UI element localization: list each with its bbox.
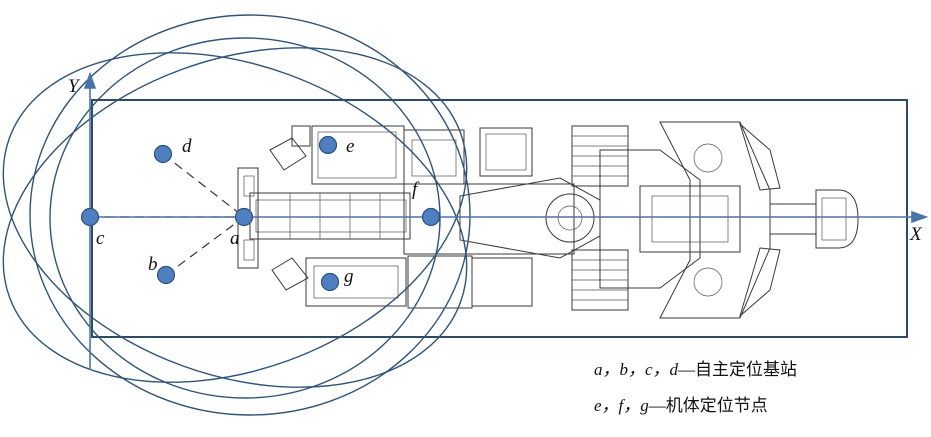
x-axis-label: X	[909, 224, 923, 245]
y-axis-arrow	[83, 71, 97, 89]
svg-text:a，b，c，d—自主定位基站: a，b，c，d—自主定位基站	[594, 360, 797, 379]
legend-line1-desc: —自主定位基站	[677, 360, 797, 379]
work-area-frame	[91, 99, 908, 338]
node-point-e	[318, 135, 338, 155]
station-label-a: a	[230, 228, 240, 249]
station-point-c	[80, 207, 100, 227]
node-points	[318, 135, 441, 292]
coordinate-axes	[83, 71, 929, 370]
station-points	[80, 144, 254, 285]
node-point-g	[320, 272, 340, 292]
range-ellipses	[2, 14, 471, 416]
range-ellipse-2	[2, 47, 468, 383]
node-label-f: f	[412, 179, 420, 200]
station-label-d: d	[182, 136, 192, 157]
station-label-c: c	[96, 228, 105, 249]
station-point-d	[153, 144, 173, 164]
range-ellipse-3	[2, 52, 468, 388]
node-label-e: e	[346, 136, 354, 157]
station-label-b: b	[148, 254, 158, 275]
range-ellipse-1	[29, 14, 471, 416]
baseline-b-a	[165, 216, 245, 276]
legend-line2-desc: —机体定位节点	[648, 396, 768, 415]
svg-text:e，f，g—机体定位节点: e，f，g—机体定位节点	[594, 396, 768, 415]
legend-line1-vars: a，b，c，d	[594, 360, 679, 379]
station-point-b	[156, 265, 176, 285]
baseline-d-a	[162, 153, 245, 218]
machine-drawing	[237, 121, 859, 319]
legend: a，b，c，d—自主定位基站 e，f，g—机体定位节点	[594, 360, 797, 415]
legend-line2-vars: e，f，g	[594, 396, 649, 415]
node-point-f	[421, 207, 441, 227]
baseline-lines	[90, 153, 245, 276]
station-point-a	[234, 207, 254, 227]
y-axis-label: Y	[68, 76, 81, 97]
x-axis-arrow	[911, 210, 929, 224]
node-label-g: g	[344, 266, 354, 287]
